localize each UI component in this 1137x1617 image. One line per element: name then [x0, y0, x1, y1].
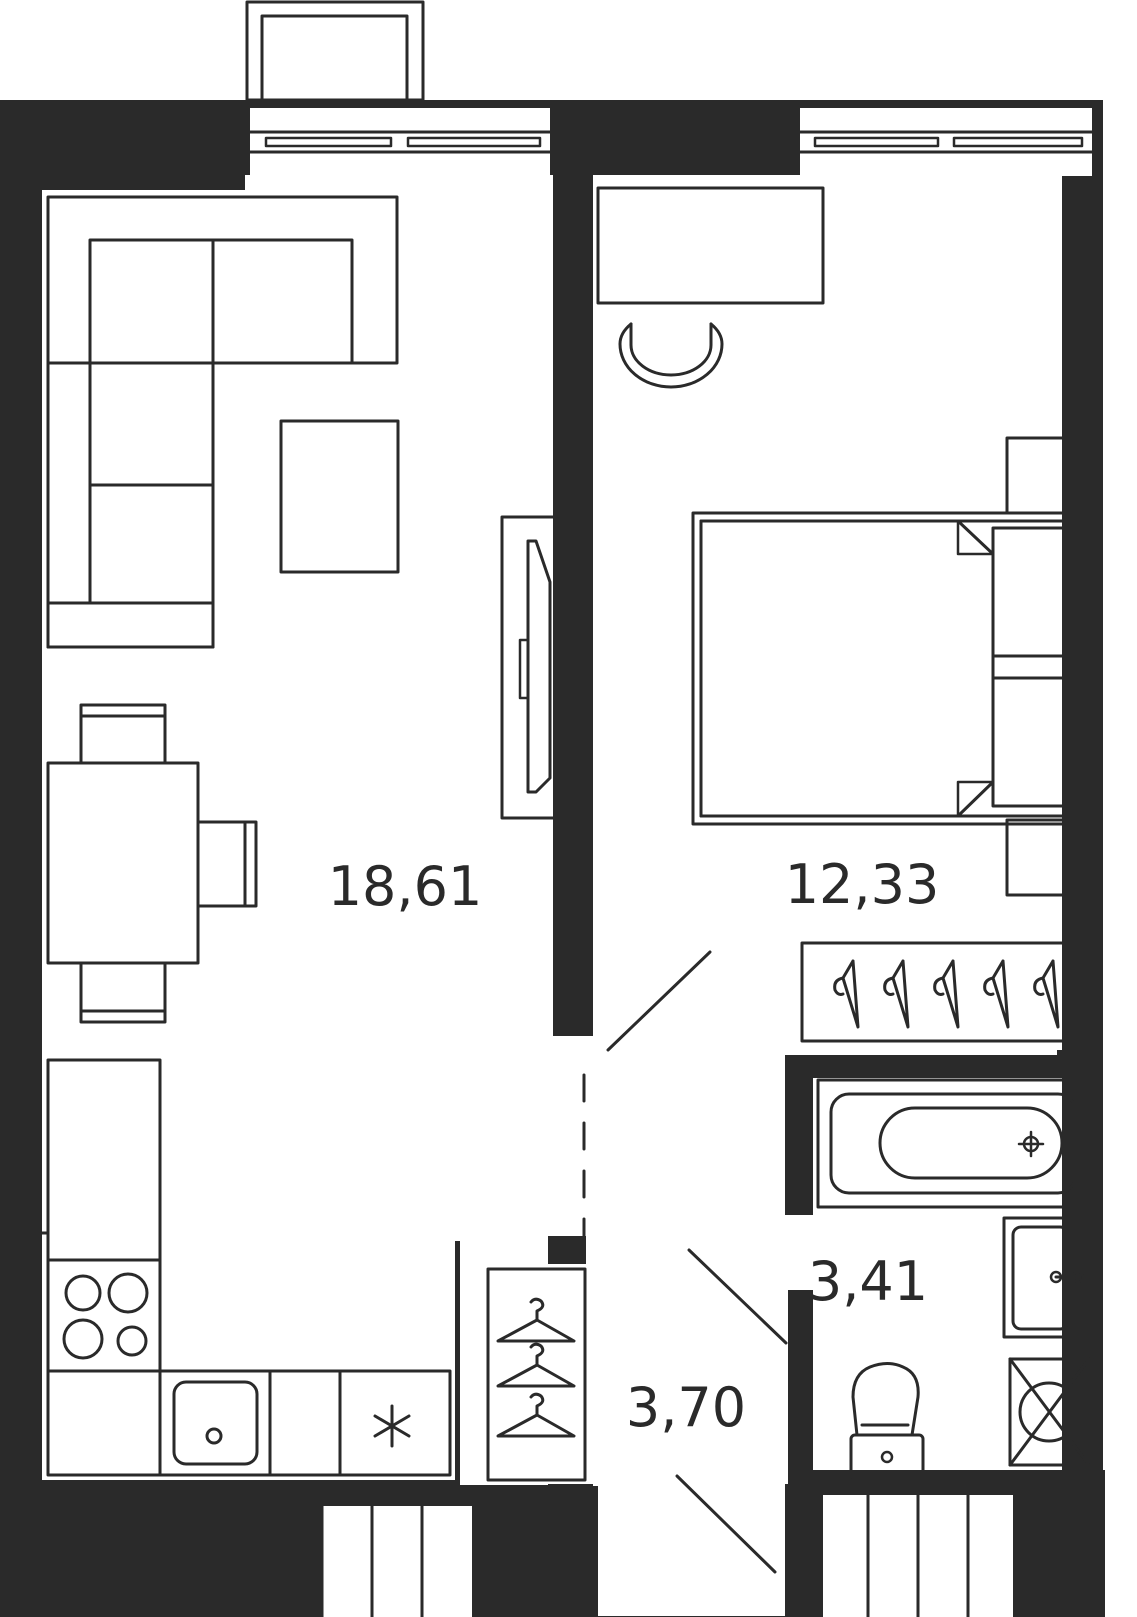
sink-icon [172, 1380, 259, 1466]
fridge-icon [373, 1404, 411, 1448]
area-label-living-kitchen: 18,61 [328, 855, 483, 918]
sofa-icon [46, 195, 399, 649]
hanger-icon [1033, 959, 1060, 1029]
kitchen-counter [40, 1058, 452, 1477]
area-label-bedroom: 12,33 [785, 853, 940, 916]
chair-icon [196, 820, 258, 908]
area-label-bathroom: 3,41 [808, 1250, 928, 1313]
window-icon [245, 0, 552, 176]
washbasin-icon [1002, 1216, 1091, 1339]
hanger-icon [496, 1392, 576, 1438]
hanger-icon [496, 1297, 576, 1343]
hanger-icon [496, 1342, 576, 1388]
chair-icon [79, 961, 167, 1024]
pillow-icon [991, 676, 1068, 808]
toilet-icon [849, 1362, 925, 1480]
room-interiors [48, 180, 1057, 1615]
bathtub-icon [816, 1078, 1091, 1209]
coffee-table-icon [279, 419, 400, 574]
bed-icon [691, 511, 1082, 826]
nightstand-icon [1005, 818, 1087, 897]
wardrobe-icon [800, 941, 1088, 1043]
wardrobe-icon [486, 1267, 587, 1482]
door-icon [582, 950, 788, 1574]
area-label-hallway: 3,70 [626, 1376, 746, 1439]
hanger-icon [883, 959, 910, 1029]
window-icon [320, 1504, 472, 1617]
hanger-icon [933, 959, 960, 1029]
chair-icon [79, 703, 167, 765]
pillow-icon [991, 526, 1068, 658]
office-chair-icon [618, 322, 724, 389]
stove-icon [62, 1272, 149, 1360]
tv-icon [500, 515, 561, 820]
window-icon [798, 108, 1094, 176]
washing-machine-icon [1008, 1357, 1091, 1467]
window-icon [823, 1493, 1013, 1617]
hanger-icon [833, 959, 860, 1029]
desk-icon [596, 186, 825, 305]
hanger-icon [983, 959, 1010, 1029]
